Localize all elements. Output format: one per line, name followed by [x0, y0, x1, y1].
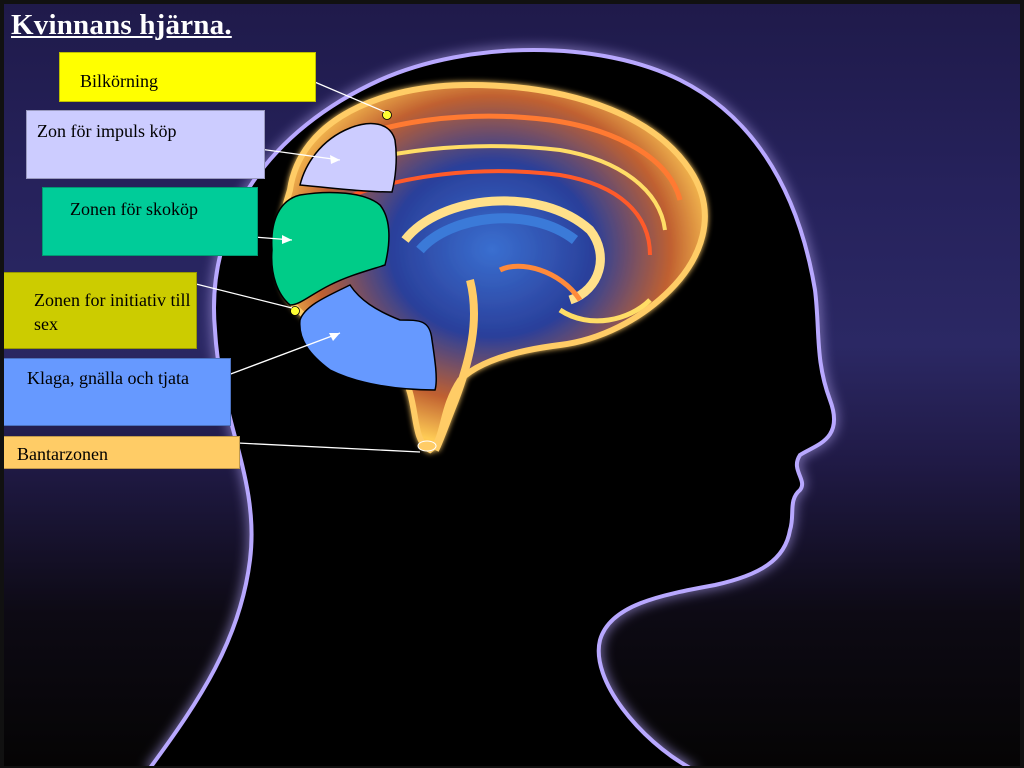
label-impuls: Zon för impuls köp	[26, 110, 265, 179]
label-bilkorning: Bilkörning	[59, 52, 316, 102]
zone-klaga	[299, 284, 437, 391]
zone-bantar	[417, 440, 437, 452]
label-initiativ: Zonen for initiativ till sex	[1, 272, 197, 349]
marker-initiativ	[290, 306, 300, 316]
label-bilkorning-text: Bilkörning	[80, 71, 159, 91]
label-impuls-text: Zon för impuls köp	[37, 121, 177, 141]
label-bantar-text: Bantarzonen	[17, 444, 108, 464]
label-klaga-text: Klaga, gnälla och tjata	[27, 368, 189, 388]
label-skokop-text: Zonen för skoköp	[70, 199, 198, 219]
label-skokop: Zonen för skoköp	[42, 187, 258, 256]
slide-title: Kvinnans hjärna.	[11, 9, 232, 41]
label-bantar: Bantarzonen	[1, 436, 240, 469]
label-klaga: Klaga, gnälla och tjata	[1, 358, 231, 426]
marker-bilkorning	[382, 110, 392, 120]
label-initiativ-text: Zonen for initiativ till sex	[34, 290, 191, 334]
zone-skokop	[270, 191, 390, 306]
leader-arrowheads	[282, 155, 340, 341]
zone-impuls	[299, 122, 397, 193]
